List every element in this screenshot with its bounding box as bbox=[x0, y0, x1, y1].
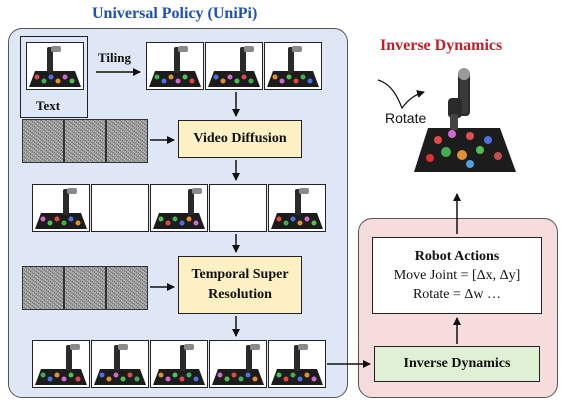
robot-scene-thumbnail bbox=[94, 344, 146, 385]
robot-scene-thumbnail bbox=[212, 344, 264, 385]
sparse-frame-empty-2 bbox=[209, 184, 267, 232]
noise-frame-6 bbox=[106, 266, 148, 310]
noise-frame-3 bbox=[106, 119, 148, 163]
dense-frame-1 bbox=[32, 340, 90, 388]
text-input-label: Text bbox=[36, 98, 61, 113]
sparse-frame-3 bbox=[268, 184, 326, 232]
noise-frame-4 bbox=[22, 266, 64, 310]
universal-policy-title: Universal Policy (UniPi) bbox=[92, 5, 258, 22]
robot-scene-thumbnail bbox=[208, 46, 260, 87]
robot-scene-thumbnail bbox=[153, 188, 205, 229]
robot-actions-rotate: Rotate = Δw … bbox=[412, 287, 502, 302]
robot-scene-thumbnail bbox=[271, 344, 323, 385]
robot-actions-move-joint: Move Joint = [Δx, Δy] bbox=[393, 268, 521, 283]
dense-frame-4 bbox=[209, 340, 267, 388]
robot-actions-title: Robot Actions bbox=[414, 249, 500, 264]
video-diffusion-box: Video Diffusion bbox=[178, 120, 302, 158]
sparse-frame-1 bbox=[32, 184, 90, 232]
noise-frame-5 bbox=[64, 266, 106, 310]
tiling-label: Tiling bbox=[98, 50, 132, 65]
video-diffusion-label: Video Diffusion bbox=[193, 131, 287, 146]
temporal-sr-line1: Temporal Super bbox=[191, 267, 289, 282]
sparse-frame-empty-1 bbox=[91, 184, 149, 232]
robot-scene-thumbnail bbox=[271, 188, 323, 229]
tiled-frame-2 bbox=[205, 42, 263, 90]
inverse-dynamics-box-label: Inverse Dynamics bbox=[403, 356, 511, 371]
robot-arm-illustration bbox=[414, 68, 516, 172]
initial-frame-image bbox=[26, 42, 84, 90]
noise-frame-1 bbox=[22, 119, 64, 163]
temporal-sr-line2: Resolution bbox=[208, 287, 272, 302]
robot-scene-thumbnail bbox=[29, 46, 81, 87]
sparse-frame-2 bbox=[150, 184, 208, 232]
tiled-frame-1 bbox=[146, 42, 204, 90]
noise-frame-2 bbox=[64, 119, 106, 163]
dense-frame-2 bbox=[91, 340, 149, 388]
robot-actions-box: Robot Actions Move Joint = [Δx, Δy] Rota… bbox=[372, 237, 542, 314]
robot-scene-thumbnail bbox=[267, 46, 319, 87]
dense-frame-5 bbox=[268, 340, 326, 388]
robot-scene-thumbnail bbox=[149, 46, 201, 87]
rotate-label: Rotate bbox=[385, 110, 427, 126]
robot-scene-thumbnail bbox=[35, 188, 87, 229]
tiled-frame-3 bbox=[264, 42, 322, 90]
inverse-dynamics-box: Inverse Dynamics bbox=[374, 346, 540, 382]
robot-scene-thumbnail bbox=[153, 344, 205, 385]
temporal-super-resolution-box: Temporal Super Resolution bbox=[178, 256, 302, 314]
rotate-curved-arrow bbox=[377, 79, 425, 110]
robot-scene-thumbnail bbox=[35, 344, 87, 385]
inverse-dynamics-title: Inverse Dynamics bbox=[380, 37, 503, 54]
dense-frame-3 bbox=[150, 340, 208, 388]
